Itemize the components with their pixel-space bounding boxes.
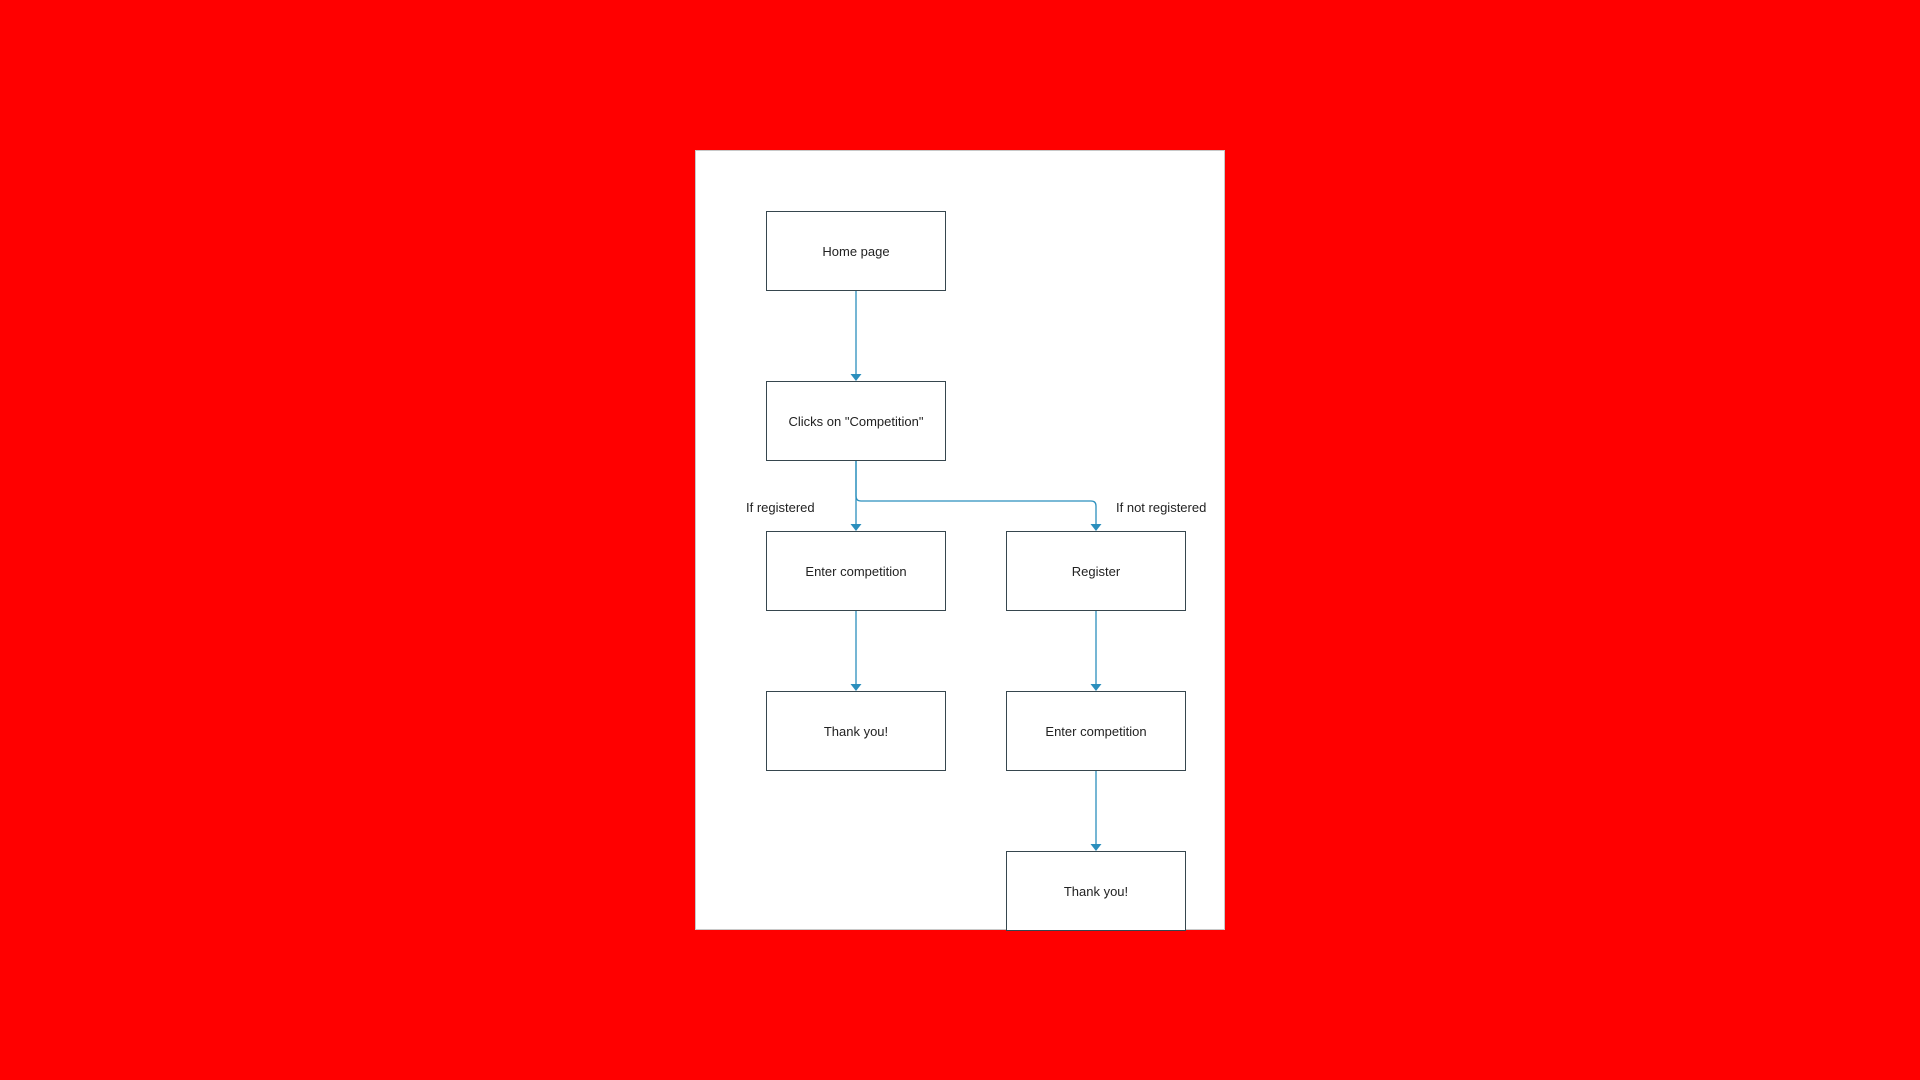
arrowhead-thank-you (850, 684, 862, 691)
edge-label-if-registered: If registered (746, 500, 815, 515)
node-home-page[interactable]: Home page (766, 211, 946, 291)
arrowhead-clicks (850, 374, 862, 381)
arrowhead-enter-competition (850, 524, 862, 531)
node-clicks-competition[interactable]: Clicks on "Competition" (766, 381, 946, 461)
arrowhead-register (1090, 524, 1102, 531)
node-thank-you[interactable]: Thank you! (766, 691, 946, 771)
node-enter-competition[interactable]: Enter competition (766, 531, 946, 611)
diagram-canvas: Home page Clicks on "Competition" Enter … (695, 150, 1225, 931)
connector-layer (850, 291, 1102, 851)
connector-clicks-to-register (855, 461, 1097, 526)
node-register[interactable]: Register (1006, 531, 1186, 611)
node-thank-you-after-register[interactable]: Thank you! (1006, 851, 1186, 931)
arrowhead-thank-you-2 (1090, 844, 1102, 851)
arrowhead-enter-competition-2 (1090, 684, 1102, 691)
edge-label-if-not-registered: If not registered (1116, 500, 1207, 515)
node-enter-competition-after-register[interactable]: Enter competition (1006, 691, 1186, 771)
